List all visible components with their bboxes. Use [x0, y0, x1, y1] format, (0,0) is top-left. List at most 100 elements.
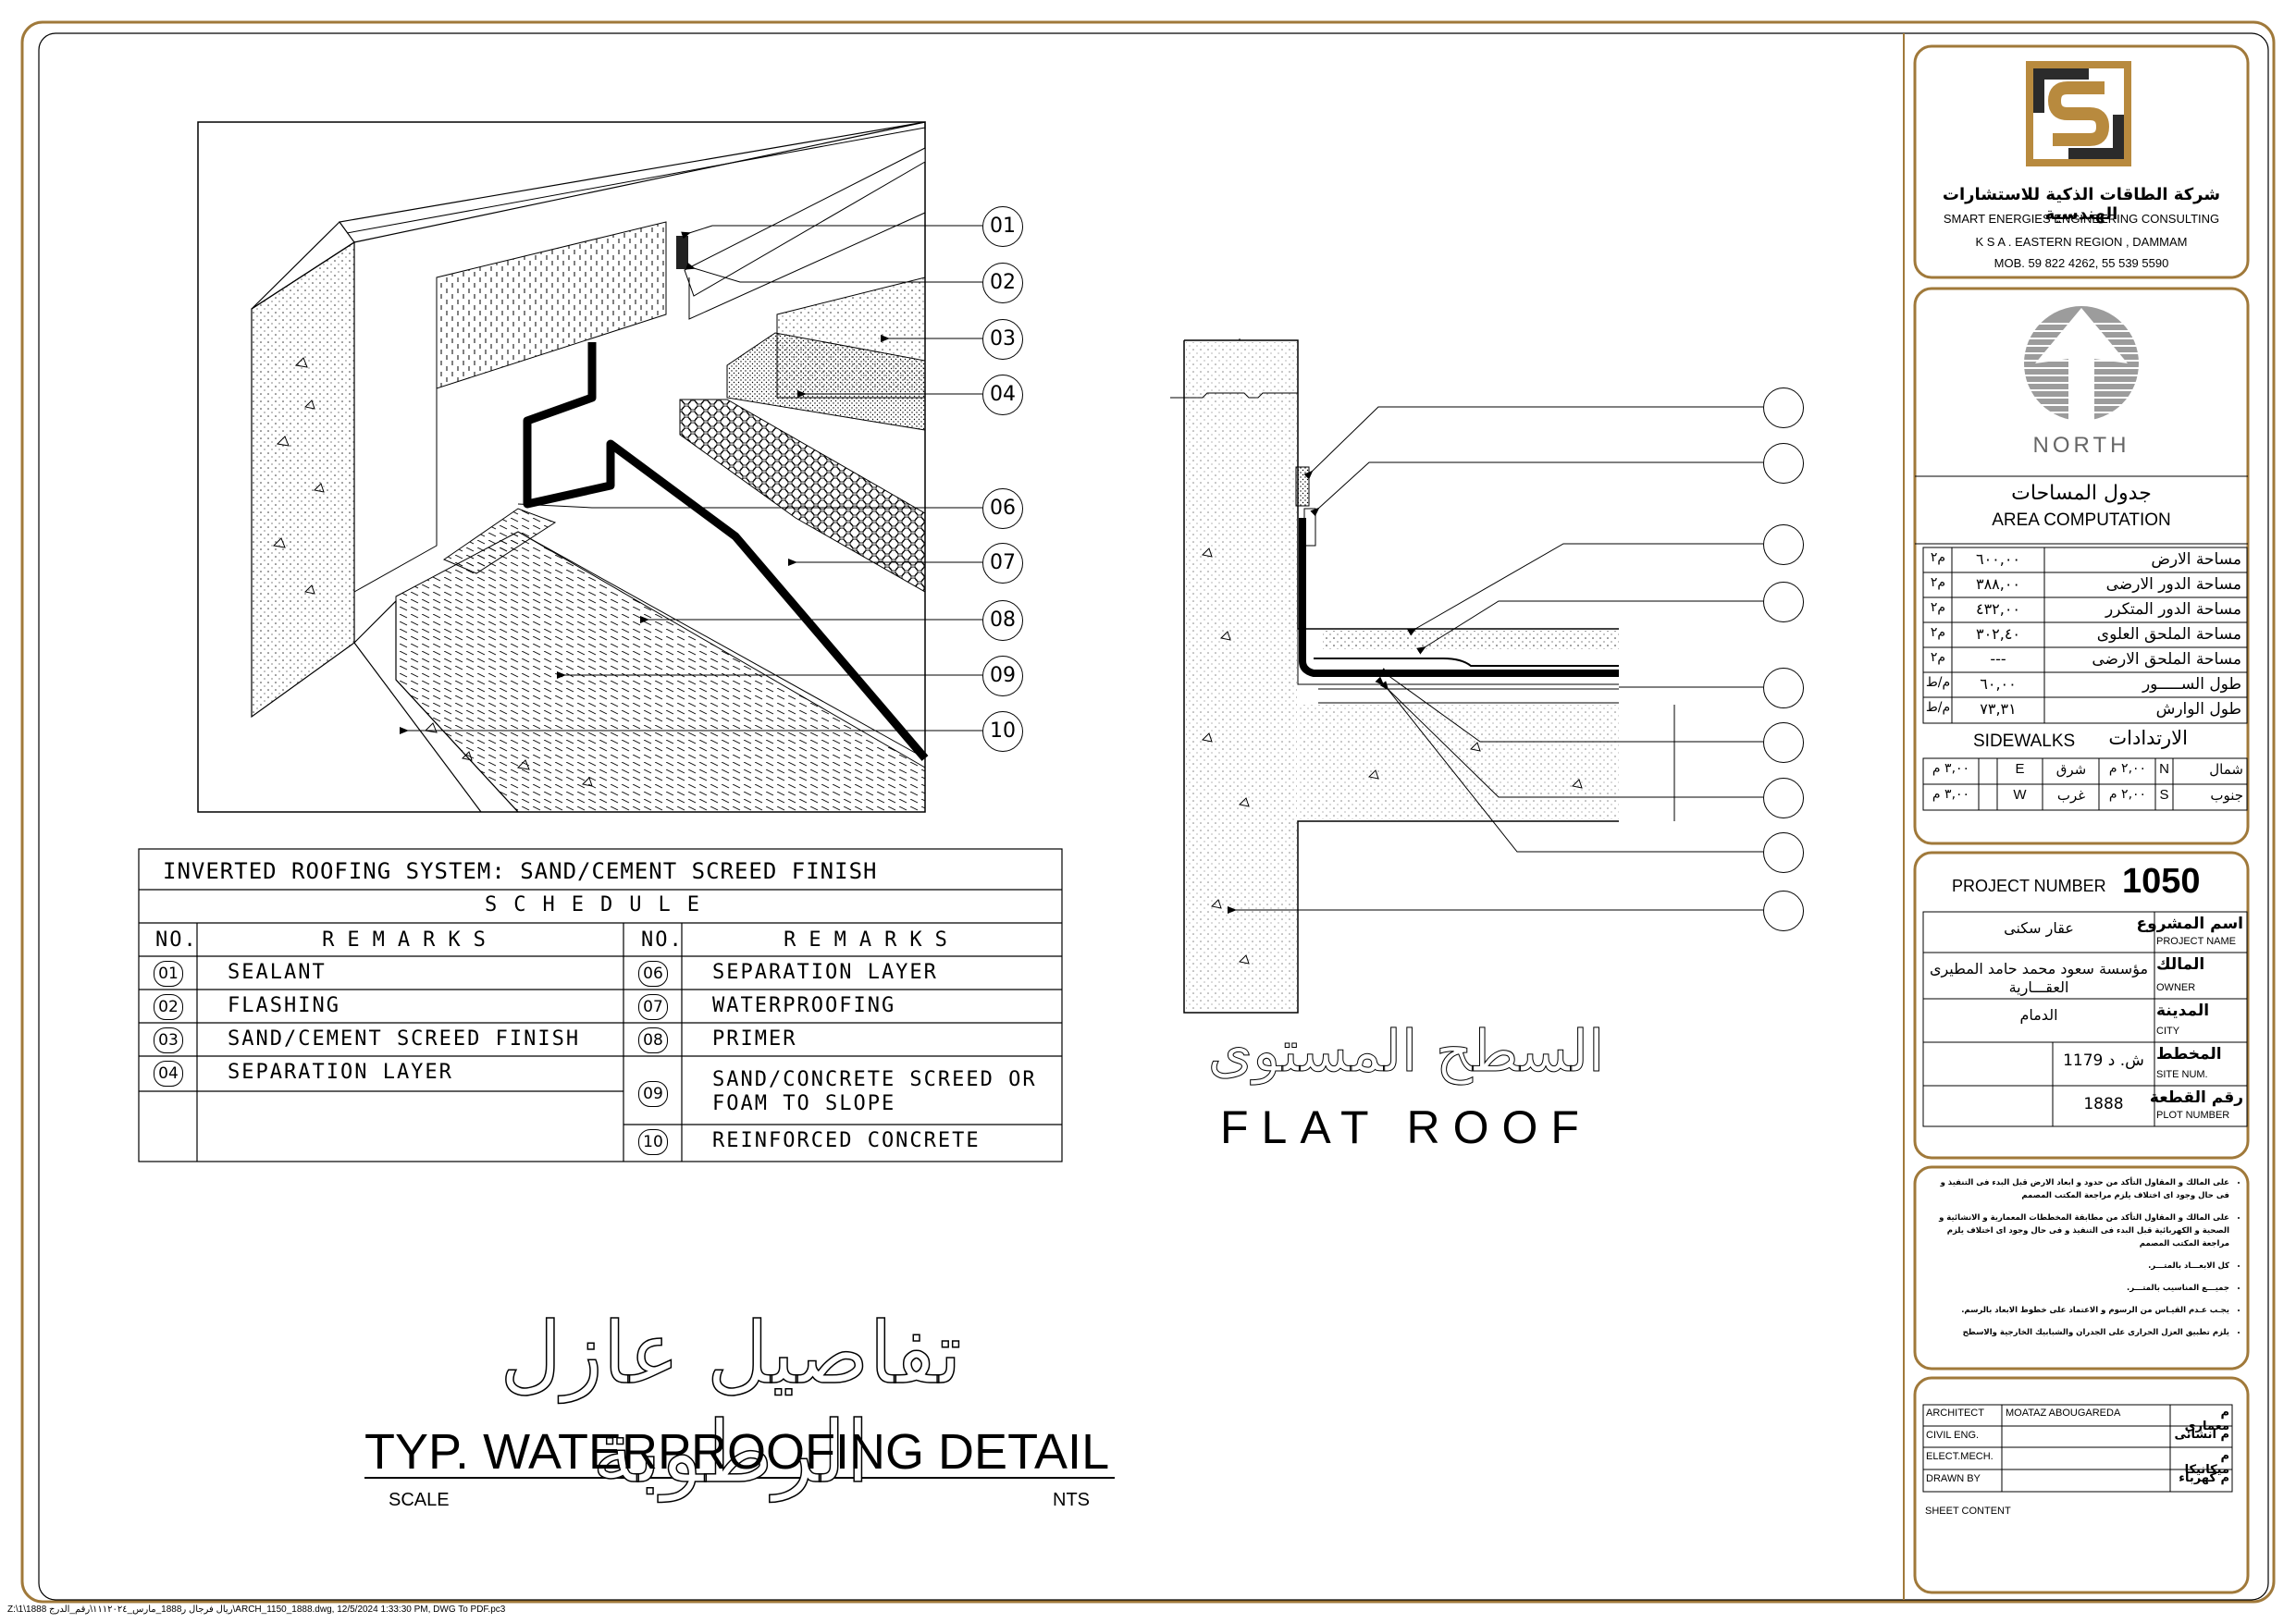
project-number: 1050 [2122, 862, 2201, 901]
project-field-value: الدمام [2019, 1006, 2058, 1024]
setback-dir-ar-2: غرب [2056, 787, 2086, 804]
sidewalks-ar: الارتدادات [2108, 727, 2188, 749]
callout-bubble [1763, 778, 1804, 818]
area-row-value: ٦٠٠,٠٠ [1975, 550, 2021, 568]
schedule-row-remark: PRIMER [712, 1027, 797, 1051]
setback-value: ٢,٠٠ م [2108, 761, 2147, 776]
area-row-value: ٧٣,٣١ [1980, 700, 2017, 718]
callout-number: 08 [982, 600, 1023, 641]
area-row-unit: م/ط [1925, 675, 1951, 690]
schedule-row-remark: REINFORCED CONCRETE [712, 1129, 981, 1152]
flat-roof-leaders [1228, 406, 1763, 914]
callout-bubble [1763, 582, 1804, 622]
area-row-label: مساحة الدور المتكرر [2105, 600, 2241, 619]
area-row-value: ٦٠,٠٠ [1980, 675, 2017, 693]
callout-bubble [1763, 443, 1804, 484]
company-logo [2026, 61, 2131, 166]
project-field-label-en: PLOT NUMBER [2156, 1110, 2230, 1121]
schedule-row-remark: SAND/CONCRETE SCREED OR [712, 1068, 1037, 1091]
schedule-subtitle-text: SCHEDULE [485, 893, 716, 916]
sidewalks-en: SIDEWALKS [1973, 732, 2076, 751]
area-title-ar: جدول المساحات [2011, 482, 2152, 505]
note-item: جميـــع المناسيب بالمتـــر. [1926, 1282, 2229, 1295]
area-row-label: مساحة الملحق العلوى [2096, 625, 2241, 644]
north-arrow-icon [2024, 306, 2139, 425]
callout-bubble [1763, 668, 1804, 708]
schedule-row-remark: FLASHING [228, 994, 340, 1017]
main-title-ar: تفاصيل عازل الرطوبة [500, 1303, 963, 1503]
schedule-col-remarks-left: REMARKS [197, 928, 623, 952]
setback-dir-code-2: W [2013, 787, 2027, 803]
schedule-subtitle: SCHEDULE [139, 893, 1062, 916]
project-field-label-ar: المدينة [2156, 1002, 2210, 1020]
company-mobile: MOB. 59 822 4262, 55 539 5590 [1994, 256, 2169, 270]
area-row-unit: م٢ [1930, 600, 1946, 615]
project-field-label-ar: رقم القطعة [2149, 1088, 2243, 1107]
callout-number: 10 [982, 711, 1023, 752]
schedule-table-lines [138, 848, 1063, 1162]
schedule-row-number: 03 [154, 1027, 183, 1053]
signoff-name: MOATAZ ABOUGAREDA [2006, 1408, 2121, 1419]
callout-number: 06 [982, 488, 1023, 529]
project-field-label-en: SITE NUM. [2156, 1069, 2208, 1080]
area-row-unit: م٢ [1930, 650, 1946, 665]
area-row-label: مساحة الارض [2151, 550, 2241, 569]
schedule-row-number: 04 [154, 1061, 183, 1087]
schedule-row-remark: SEPARATION LAYER [712, 961, 938, 984]
area-row-label: مساحة الملحق الارضى [2092, 650, 2241, 669]
sheet-content-label: SHEET CONTENT [1925, 1506, 2011, 1517]
schedule-title: INVERTED ROOFING SYSTEM: SAND/CEMENT SCR… [163, 858, 878, 884]
company-region: K S A . EASTERN REGION , DAMMAM [1975, 235, 2188, 249]
area-row-value: ٣٠٢,٤٠ [1975, 625, 2021, 643]
signoff-role-ar: م ميكانيكا [2184, 1449, 2229, 1477]
setback-dir-code: S [2159, 787, 2169, 803]
schedule-row-remark-2: FOAM TO SLOPE [712, 1092, 896, 1115]
scale-label: SCALE [389, 1490, 450, 1510]
project-field-value: 1888 [2083, 1095, 2124, 1113]
callout-bubble [1763, 387, 1804, 428]
area-row-value: ٤٣٢,٠٠ [1975, 600, 2021, 618]
project-field-value: عقار سكنى [2004, 919, 2074, 937]
callout-bubble [1763, 832, 1804, 873]
area-row-unit: م٢ [1930, 550, 1946, 565]
setback-value-2: ٣,٠٠ م [1932, 761, 1970, 776]
schedule-row-remark: WATERPROOFING [712, 994, 896, 1017]
company-name-en: SMART ENERGIES ENGINEERING CONSULTING [1943, 212, 2220, 226]
project-field-label-ar: المخطط [2156, 1045, 2222, 1064]
project-field-value: مؤسسة سعود محمد حامد المطيرى العقـــارية [1929, 960, 2149, 996]
scale-value: NTS [1053, 1490, 1090, 1510]
area-row-label: طول الوارش [2155, 700, 2241, 719]
signoff-role-ar: م معمارى [2184, 1406, 2229, 1433]
note-item: يجـب عـدم القيـاس من الرسوم و الاعتماد ع… [1926, 1304, 2229, 1317]
schedule-col-no-right: NO. [641, 928, 684, 952]
schedule-row-number: 10 [638, 1129, 668, 1155]
signoff-table-lines [1922, 1404, 2233, 1493]
schedule-row-number: 02 [154, 994, 183, 1020]
area-row-value: --- [1990, 650, 2006, 668]
signoff-role-en: CIVIL ENG. [1926, 1429, 1980, 1441]
area-row-label: طول الســـــور [2142, 675, 2241, 694]
note-item: على المالك و المقاول التأكد من مطابقة ال… [1926, 1211, 2229, 1250]
signoff-role-en: DRAWN BY [1926, 1472, 1981, 1484]
setback-value: ٢,٠٠ م [2108, 787, 2147, 802]
schedule-row-number: 06 [638, 961, 668, 987]
area-title-en: AREA COMPUTATION [1992, 510, 2171, 530]
project-field-label-en: PROJECT NAME [2156, 936, 2236, 947]
callout-number: 03 [982, 319, 1023, 360]
signoff-role-ar: م كهرباء [2179, 1470, 2229, 1485]
callout-number: 04 [982, 375, 1023, 415]
schedule-row-number: 07 [638, 994, 668, 1020]
callout-bubble [1763, 891, 1804, 931]
project-field-label-en: CITY [2156, 1026, 2180, 1037]
signoff-role-en: ARCHITECT [1926, 1408, 1984, 1419]
project-table-lines [1922, 911, 2248, 1127]
signoff-role-ar: م انشائى [2174, 1427, 2229, 1442]
flat-roof-section [1170, 338, 1619, 1014]
schedule-col-remarks-right-text: REMARKS [784, 928, 960, 952]
setback-dir-code: N [2159, 761, 2169, 777]
schedule-row-number: 01 [154, 961, 183, 987]
callout-number: 02 [982, 263, 1023, 303]
schedule-col-no-left: NO. [155, 928, 198, 952]
area-row-label: مساحة الدور الارضى [2105, 575, 2241, 594]
setback-value-2: ٣,٠٠ م [1932, 787, 1970, 802]
